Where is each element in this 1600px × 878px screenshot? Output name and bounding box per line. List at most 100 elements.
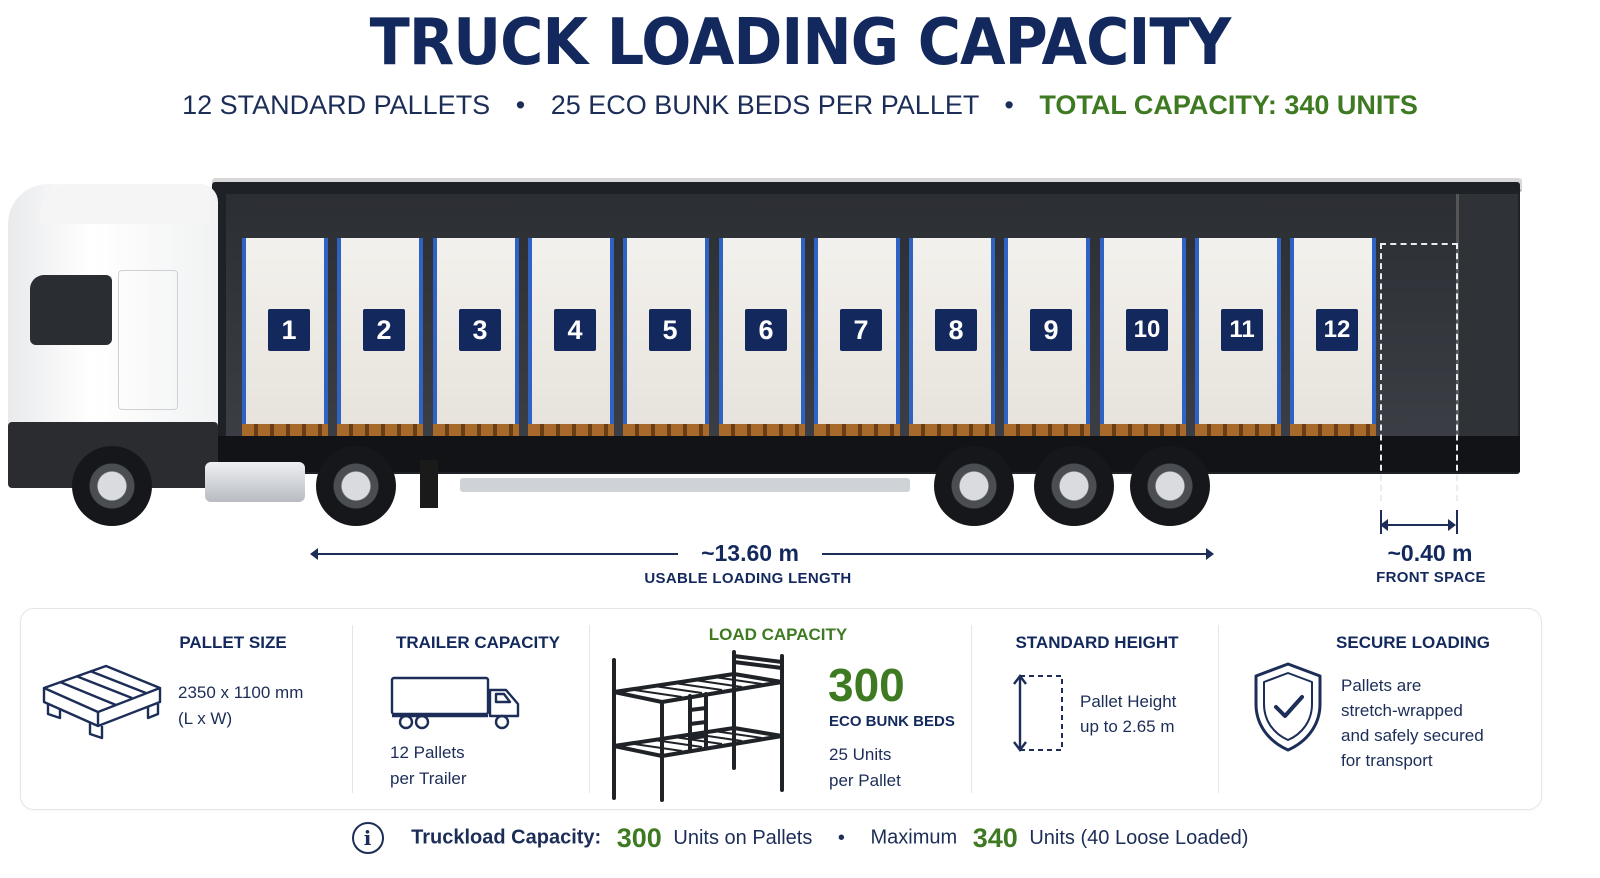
pallet-3: 3	[433, 238, 519, 426]
front-space-value: ~0.40 m	[1387, 540, 1473, 566]
pallet-8: 8	[909, 238, 995, 426]
pallet-size-title: PALLET SIZE	[179, 633, 287, 652]
pallet-number: 8	[935, 309, 977, 351]
pallet-base	[337, 424, 423, 436]
trailer-wheel	[1034, 446, 1114, 526]
length-arrow-right	[822, 548, 1214, 560]
trailer-capacity-count: 12 Pallets	[390, 743, 465, 762]
footer-separator: •	[837, 826, 845, 849]
pallet-number: 7	[840, 309, 882, 351]
pallet-base	[1004, 424, 1090, 436]
load-capacity-number: 300	[828, 659, 905, 711]
pallet-12: 12	[1290, 238, 1376, 426]
length-label: USABLE LOADING LENGTH	[644, 570, 852, 587]
pallet-base	[909, 424, 995, 436]
subtitle-total-capacity: TOTAL CAPACITY: 340 UNITS	[1039, 90, 1418, 120]
cab-roof	[40, 184, 210, 224]
info-icon: i	[351, 822, 384, 854]
secure-loading-line-4: for transport	[1341, 751, 1433, 770]
footer-maximum-units: 340	[972, 822, 1018, 853]
cab-window	[30, 275, 112, 345]
subtitle-pallets: 12 STANDARD PALLETS	[182, 90, 491, 120]
pallet-number: 11	[1221, 309, 1263, 351]
length-value: ~13.60 m	[701, 540, 799, 566]
page-title: TRUCK LOADING CAPACITY	[369, 6, 1232, 80]
pallet-4: 4	[528, 238, 614, 426]
trailer-wheel	[934, 446, 1014, 526]
pallet-2: 2	[337, 238, 423, 426]
pallet-9: 9	[1004, 238, 1090, 426]
pallet-number: 5	[649, 309, 691, 351]
side-underrun-bar	[460, 478, 910, 492]
page-subtitle: 12 STANDARD PALLETS • 25 ECO BUNK BEDS P…	[0, 90, 1600, 121]
trailer-rear-wall	[1456, 194, 1518, 440]
footer-maximum-label: Maximum	[870, 826, 958, 849]
pallet-base	[1195, 424, 1281, 436]
pallet-base	[1290, 424, 1376, 436]
truck-rear-wheel	[316, 446, 396, 526]
secure-loading-line-3: and safely secured	[1341, 726, 1484, 745]
bunk-bed-icon	[612, 650, 784, 802]
pallet-6: 6	[719, 238, 805, 426]
pallet-1: 1	[242, 238, 328, 426]
standard-height-title: STANDARD HEIGHT	[1015, 633, 1179, 652]
front-space-marker	[1380, 243, 1458, 501]
height-icon	[1013, 674, 1063, 752]
pallet-size-dimensions: 2350 x 1100 mm	[178, 683, 304, 702]
trailer-capacity-title: TRAILER CAPACITY	[395, 633, 560, 652]
pallet-base	[814, 424, 900, 436]
pallet-number: 2	[363, 309, 405, 351]
fuel-tank	[205, 462, 305, 502]
pallet-size-unit: (L x W)	[178, 709, 233, 728]
trailer-capacity-unit: per Trailer	[390, 769, 467, 788]
cab-door	[118, 270, 178, 410]
pallet-base	[433, 424, 519, 436]
subtitle-separator: •	[1004, 90, 1014, 120]
front-space-arrow	[1380, 519, 1456, 531]
footer-pallet-units-text: Units on Pallets	[673, 826, 813, 849]
footer-label: Truckload Capacity:	[411, 826, 602, 849]
load-capacity-unit: ECO BUNK BEDS	[829, 713, 955, 730]
pallet-number: 3	[459, 309, 501, 351]
panel-divider	[589, 625, 590, 793]
subtitle-separator: •	[515, 90, 526, 120]
panel-divider	[352, 625, 353, 793]
footer-summary: i Truckload Capacity: 300 Units on Palle…	[0, 822, 1600, 862]
pallet-number: 12	[1316, 309, 1358, 351]
trailer-truck-icon	[390, 676, 520, 730]
standard-height-label: Pallet Height	[1080, 692, 1177, 711]
front-space-tick	[1456, 510, 1458, 534]
pallet-number: 9	[1030, 309, 1072, 351]
standard-height-value: up to 2.65 m	[1080, 717, 1175, 736]
pallet-number: 6	[745, 309, 787, 351]
pallet-base	[719, 424, 805, 436]
panel-divider	[971, 625, 972, 793]
pallet-base	[528, 424, 614, 436]
length-arrow-left	[310, 548, 678, 560]
secure-loading-line-1: Pallets are	[1341, 676, 1422, 695]
truck-front-wheel	[72, 446, 152, 526]
pallet-base	[623, 424, 709, 436]
trailer-floor	[212, 436, 1520, 472]
pallet-7: 7	[814, 238, 900, 426]
panel-divider	[1218, 625, 1219, 793]
subtitle-beds-per-pallet: 25 ECO BUNK BEDS PER PALLET	[550, 90, 979, 120]
load-capacity-per-pallet-unit: per Pallet	[829, 771, 901, 790]
pallet-base	[1100, 424, 1186, 436]
front-space-label: FRONT SPACE	[1376, 569, 1486, 586]
footer-maximum-text: Units (40 Loose Loaded)	[1029, 826, 1249, 849]
pallet-number: 4	[554, 309, 596, 351]
pallet-base	[242, 424, 328, 436]
load-capacity-per-pallet-count: 25 Units	[829, 745, 892, 764]
pallet-5: 5	[623, 238, 709, 426]
secure-loading-line-2: stretch-wrapped	[1341, 701, 1463, 720]
trailer-wheel	[1130, 446, 1210, 526]
pallet-11: 11	[1195, 238, 1281, 426]
mudflap	[420, 460, 438, 508]
secure-loading-title: SECURE LOADING	[1336, 633, 1490, 652]
shield-check-icon	[1254, 662, 1322, 752]
pallet-number: 1	[268, 309, 310, 351]
pallet-10: 10	[1100, 238, 1186, 426]
footer-pallet-units: 300	[616, 822, 662, 853]
